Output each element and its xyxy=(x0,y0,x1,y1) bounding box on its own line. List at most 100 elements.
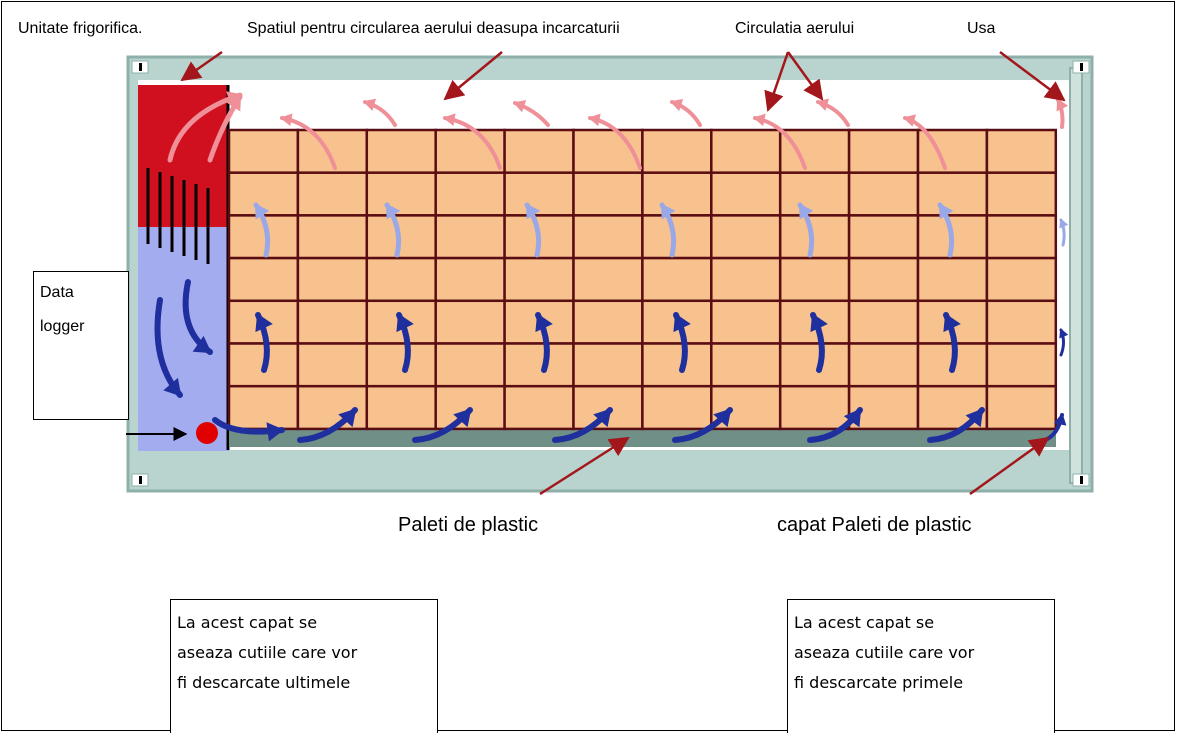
air-arrow xyxy=(672,407,733,443)
air-arrow xyxy=(212,417,285,442)
air-arrow xyxy=(937,202,955,258)
cargo-box xyxy=(710,128,782,174)
air-arrow xyxy=(552,407,613,443)
cargo-box xyxy=(503,342,575,388)
cargo-box xyxy=(572,299,644,345)
cargo-box xyxy=(985,384,1058,431)
cargo-box xyxy=(365,128,437,174)
pointer-arrows xyxy=(180,50,1066,496)
air-arrow xyxy=(535,312,553,373)
pointer-refrigeration xyxy=(180,50,223,82)
corner-fittings xyxy=(131,60,1090,487)
cargo-box xyxy=(778,256,851,303)
pointer-air-circulation-2 xyxy=(786,51,824,101)
cargo-box xyxy=(641,256,713,303)
cargo-box xyxy=(985,171,1058,217)
cargo-box xyxy=(916,171,989,217)
cargo-box xyxy=(503,384,575,431)
air-arrow xyxy=(659,202,677,258)
cargo-box xyxy=(778,384,851,431)
cargo-box xyxy=(641,342,713,388)
data-logger-line-1: Data xyxy=(40,284,74,301)
cargo-box xyxy=(572,342,644,388)
cargo-box xyxy=(778,214,851,260)
note-left-line-3: fi descarcate ultimele xyxy=(177,673,351,692)
air-arrow xyxy=(797,202,815,258)
cargo-box xyxy=(847,128,920,174)
air-arrow xyxy=(207,94,243,163)
cargo-box xyxy=(916,256,989,303)
air-arrow xyxy=(280,113,337,170)
air-arrow xyxy=(903,114,947,170)
cargo-box xyxy=(365,214,437,260)
cargo-box xyxy=(572,214,644,260)
cargo-box xyxy=(434,256,506,303)
cargo-box xyxy=(847,342,920,388)
cargo-box xyxy=(227,256,300,303)
cargo-box xyxy=(227,128,300,174)
note-right-end: La acest capat se aseaza cutiile care vo… xyxy=(787,599,1055,733)
note-right-line-3: fi descarcate primele xyxy=(794,673,964,692)
data-logger-line-2: logger xyxy=(40,318,85,335)
air-arrow xyxy=(1059,218,1069,247)
data-logger-dot xyxy=(196,422,218,444)
cargo-box xyxy=(710,299,782,345)
cargo-box xyxy=(641,171,713,217)
note-left-line-2: aseaza cutiile care vor xyxy=(177,643,358,662)
cargo-box xyxy=(710,171,782,217)
cargo-box xyxy=(847,256,920,303)
cargo-box xyxy=(365,384,437,431)
cargo-box xyxy=(365,256,437,303)
label-plastic-pallets: Paleti de plastic xyxy=(398,514,539,536)
cargo-box xyxy=(985,128,1058,174)
cargo-box xyxy=(503,171,575,217)
air-arrow xyxy=(588,113,642,170)
data-logger-box: Data logger xyxy=(33,271,129,420)
door-panel xyxy=(1069,67,1083,484)
air-arrow xyxy=(943,312,961,373)
cargo-box xyxy=(710,342,782,388)
cargo-box xyxy=(296,256,369,303)
label-air-space: Spatiul pentru circularea aerului deasup… xyxy=(247,20,620,37)
label-end-plastic-pallets: capat Paleti de plastic xyxy=(777,514,972,536)
air-arrow xyxy=(363,98,397,127)
cargo-box xyxy=(710,256,782,303)
cargo-box xyxy=(572,171,644,217)
cargo-box xyxy=(985,256,1058,303)
note-left-line-1: La acest capat se xyxy=(177,613,318,632)
cargo-box xyxy=(434,342,506,388)
cargo-box xyxy=(296,214,369,260)
cargo-box xyxy=(434,171,506,217)
air-arrow xyxy=(810,312,828,373)
note-right-line-1: La acest capat se xyxy=(794,613,935,632)
cargo-box xyxy=(778,128,851,174)
label-air-circulation: Circulatia aerului xyxy=(735,20,855,37)
air-arrow xyxy=(816,98,850,127)
label-door: Usa xyxy=(967,20,996,37)
air-arrow xyxy=(524,202,542,258)
pointer-pallets xyxy=(539,436,630,496)
cargo-box xyxy=(985,299,1058,345)
pointer-pallet-end xyxy=(969,436,1050,496)
pointer-door xyxy=(999,51,1066,102)
air-arrow xyxy=(154,297,183,398)
note-right-line-2: aseaza cutiile care vor xyxy=(794,643,975,662)
air-arrow xyxy=(807,407,863,443)
cargo-box xyxy=(710,214,782,260)
cargo-box xyxy=(641,384,713,431)
cargo-box xyxy=(365,342,437,388)
cargo-box xyxy=(847,171,920,217)
air-arrow xyxy=(927,407,985,443)
cargo-box xyxy=(296,342,369,388)
air-arrow xyxy=(1056,98,1069,129)
pointer-air-space xyxy=(443,51,503,101)
air-arrow xyxy=(1059,328,1069,357)
air-flow-arrows xyxy=(154,91,1069,443)
cargo-box xyxy=(365,171,437,217)
note-left-end: La acest capat se aseaza cutiile care vo… xyxy=(170,599,438,733)
air-arrow xyxy=(255,312,273,373)
air-arrow xyxy=(673,312,691,373)
air-arrow xyxy=(182,279,213,355)
